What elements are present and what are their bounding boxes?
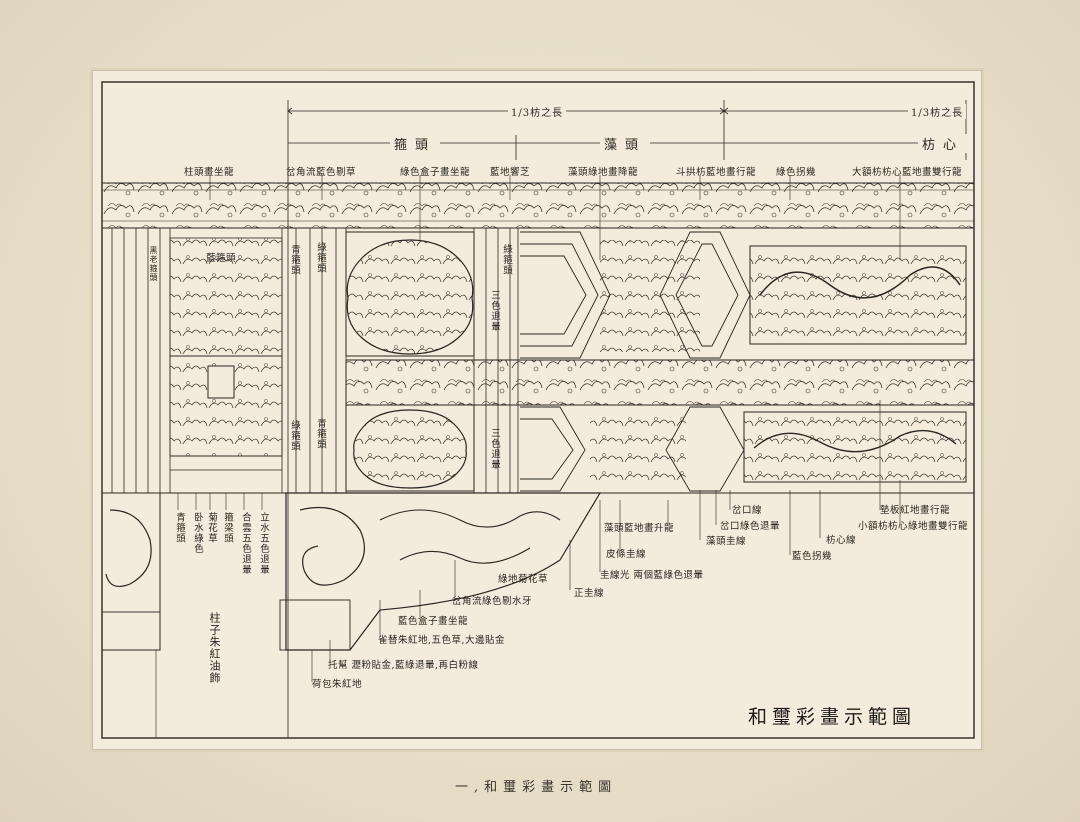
inner-label: 青箍頭 <box>315 418 326 450</box>
bottom-label: 枋心線 <box>826 535 857 546</box>
zone-zaotou: 藻頭 <box>600 134 651 153</box>
bottom-label: 雀替朱紅地,五色草,大邊貼金 <box>378 635 506 646</box>
diagram-title: 和璽彩畫示範圖 <box>748 706 917 728</box>
bottom-label: 綠地菊花草 <box>498 574 549 585</box>
bottom-label: 藻頭圭線 <box>706 536 747 547</box>
top-label: 綠色拐幾 <box>776 167 817 178</box>
inner-label: 三色退暈 <box>489 428 500 470</box>
bottom-label: 藻頭藍地畫升龍 <box>604 523 675 534</box>
top-label: 藍地響芝 <box>490 167 531 178</box>
top-label: 綠色盒子畫坐龍 <box>400 167 471 178</box>
top-frieze <box>101 182 975 229</box>
inner-label: 綠箍頭 <box>315 242 326 274</box>
left-span-label: 1/3枋之長 <box>508 104 567 119</box>
bottom-label: 岔口線 <box>732 505 763 516</box>
column-label: 柱子朱紅油飾 <box>208 612 221 684</box>
left-label: 卧水綠色 <box>192 512 203 554</box>
inner-label: 三色退暈 <box>489 290 500 332</box>
bottom-label: 荷包朱紅地 <box>312 679 363 690</box>
bottom-label: 岔口綠色退暈 <box>720 521 781 532</box>
left-label: 箍梁頭 <box>222 512 233 544</box>
bottom-label: 藍色盒子畫坐龍 <box>398 616 469 627</box>
bottom-label: 小額枋枋心綠地畫雙行龍 <box>858 521 969 532</box>
bottom-label: 正圭線 <box>574 588 605 599</box>
top-label: 柱頭畫坐龍 <box>184 167 235 178</box>
zone-gutou: 箍頭 <box>390 134 441 153</box>
top-label: 大額枋枋心藍地畫雙行龍 <box>852 167 963 178</box>
bottom-label: 圭線光 兩個藍綠色退暈 <box>600 570 704 581</box>
upper-fangxin <box>749 245 967 345</box>
plate-caption: 一,和璽彩畫示範圖 <box>455 780 618 795</box>
middle-band <box>345 359 975 406</box>
inner-label: 綠箍頭 <box>501 244 512 276</box>
left-label: 合雲五色退暈 <box>240 512 251 575</box>
zone-fangxin: 枋心 <box>918 134 969 153</box>
upper-medallion <box>346 239 474 355</box>
inner-label: 青箍頭 <box>289 244 300 276</box>
bottom-label: 皮條圭線 <box>606 549 647 560</box>
left-label: 立水五色退暈 <box>258 512 269 575</box>
top-label: 斗拱枋藍地畫行龍 <box>676 167 757 178</box>
leader-lines <box>155 175 901 738</box>
inner-label: 藍箍頭 <box>206 253 237 264</box>
top-label: 岔角流藍色剔草 <box>286 167 357 178</box>
right-span-label: 1/3枋之長 <box>908 104 967 119</box>
inner-label: 黑老箍頭 <box>149 246 158 282</box>
lower-fangxin <box>743 411 967 483</box>
top-label: 藻頭綠地畫降龍 <box>568 167 639 178</box>
bottom-label: 藍色拐幾 <box>792 551 833 562</box>
left-label: 青箍頭 <box>174 512 185 544</box>
bottom-label: 墊板紅地畫行龍 <box>880 505 951 516</box>
left-label: 菊花草 <box>206 512 217 544</box>
bottom-label: 托幫 瀝粉貼金,藍綠退暈,再白粉線 <box>328 660 479 671</box>
bottom-label: 岔角流綠色剔水牙 <box>452 596 533 607</box>
lower-medallion <box>353 409 467 489</box>
inner-label: 綠箍頭 <box>289 420 300 452</box>
